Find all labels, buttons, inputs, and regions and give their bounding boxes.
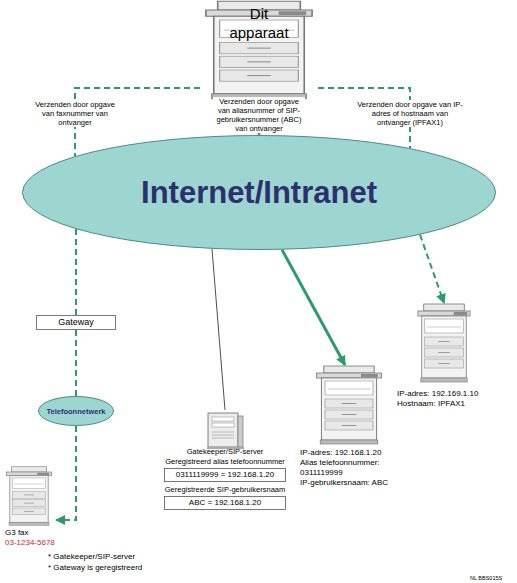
- node-text: ABC = 192.168.1.20: [189, 498, 261, 508]
- edge-label: Verzenden door opgave van aliasnummer of…: [213, 97, 305, 133]
- text-holder: IP-adres: 192.169.1.10Hostnaam: IPFAX1: [397, 389, 510, 409]
- node-text: Telefoonnetwerk: [46, 407, 105, 416]
- footnote-text: * Gatekeeper/SIP-server: [48, 552, 135, 562]
- text-holder: IP-adres: 192.168.1.20Alias telefoonnumm…: [300, 448, 396, 488]
- node-text: Dit apparaat: [220, 4, 298, 42]
- node-text: Internet/Intranet: [141, 176, 377, 210]
- shape-outline: [164, 496, 285, 509]
- connector-line: [56, 426, 76, 520]
- fax-illustration: [7, 467, 52, 526]
- server-node: Gatekeeper/SIP-serverGeregistreerd alias…: [150, 410, 300, 510]
- registry-box: ABC = 192.168.1.20: [164, 496, 286, 510]
- text-holder: 0311119999 = 192.168.1.20: [164, 468, 286, 482]
- device-box: IP-adres: 192.169.1.10Hostnaam: IPFAX1: [395, 303, 512, 413]
- node-text: IP-gebruikersnaam: ABC: [300, 478, 396, 488]
- device-box: Dit apparaat: [200, 0, 318, 100]
- node-text: G3 fax: [5, 528, 65, 538]
- connector-line: [75, 229, 77, 315]
- edge-label: Verzenden door opgave van IP-adres of ho…: [357, 100, 463, 127]
- printer-illustration: [317, 366, 382, 444]
- edge-label: Verzenden door opgave van faxnummer van …: [33, 100, 117, 127]
- network-ellipse: Internet/Intranet: [22, 135, 496, 250]
- text-holder: Dit apparaat: [220, 4, 298, 42]
- shape-outline: [23, 136, 496, 250]
- node-text: 0311119999 = 192.168.1.20: [176, 470, 275, 480]
- fax-device: G3 fax03-1234-5678: [2, 466, 56, 552]
- figure-code: NL BBS015S: [470, 575, 502, 583]
- text-holder: Gateway: [36, 315, 116, 330]
- shape-outline: [37, 316, 116, 330]
- node-text: Hostnaam: IPFAX1: [397, 399, 510, 409]
- connector-line: [420, 235, 444, 303]
- shape-outline: [39, 397, 114, 426]
- text-holder: Internet/Intranet: [22, 135, 496, 250]
- connector-line: [75, 330, 77, 396]
- node-text: Alias telefoonnummer: 0311119999: [300, 458, 396, 478]
- printer-illustration: [206, 1, 312, 99]
- connector-line: [212, 249, 225, 410]
- node-text: Geregistreerde SIP-gebruikersnaam: [150, 485, 300, 495]
- printer-illustration: [418, 304, 470, 382]
- network-ellipse: Telefoonnetwerk: [38, 396, 114, 426]
- text-holder: G3 fax03-1234-5678: [5, 528, 65, 548]
- text-holder: Telefoonnetwerk: [38, 396, 114, 426]
- footnote-text: * Gateway is geregistreerd: [48, 563, 142, 573]
- connector-line: [282, 250, 345, 365]
- shape-outline: [164, 468, 285, 481]
- text-holder: Geregistreerd alias telefoonnummer: [150, 457, 300, 467]
- node-text: Gatekeeper/SIP-server: [150, 447, 300, 457]
- gateway-box: Gateway: [36, 315, 116, 330]
- text-holder: ABC = 192.168.1.20: [164, 496, 286, 510]
- server-illustration: [207, 413, 244, 449]
- text-holder: Geregistreerde SIP-gebruikersnaam: [150, 485, 300, 495]
- device-box: IP-adres: 192.168.1.20Alias telefoonnumm…: [298, 365, 398, 487]
- registry-box: 0311119999 = 192.168.1.20: [164, 468, 286, 482]
- node-text: Geregistreerd alias telefoonnummer: [150, 457, 300, 467]
- node-text: IP-adres: 192.168.1.20: [300, 448, 396, 458]
- text-holder: Gatekeeper/SIP-server: [150, 447, 300, 457]
- node-text: IP-adres: 192.169.1.10: [397, 389, 510, 399]
- node-text: Gateway: [58, 317, 94, 328]
- node-text: 03-1234-5678: [5, 538, 65, 548]
